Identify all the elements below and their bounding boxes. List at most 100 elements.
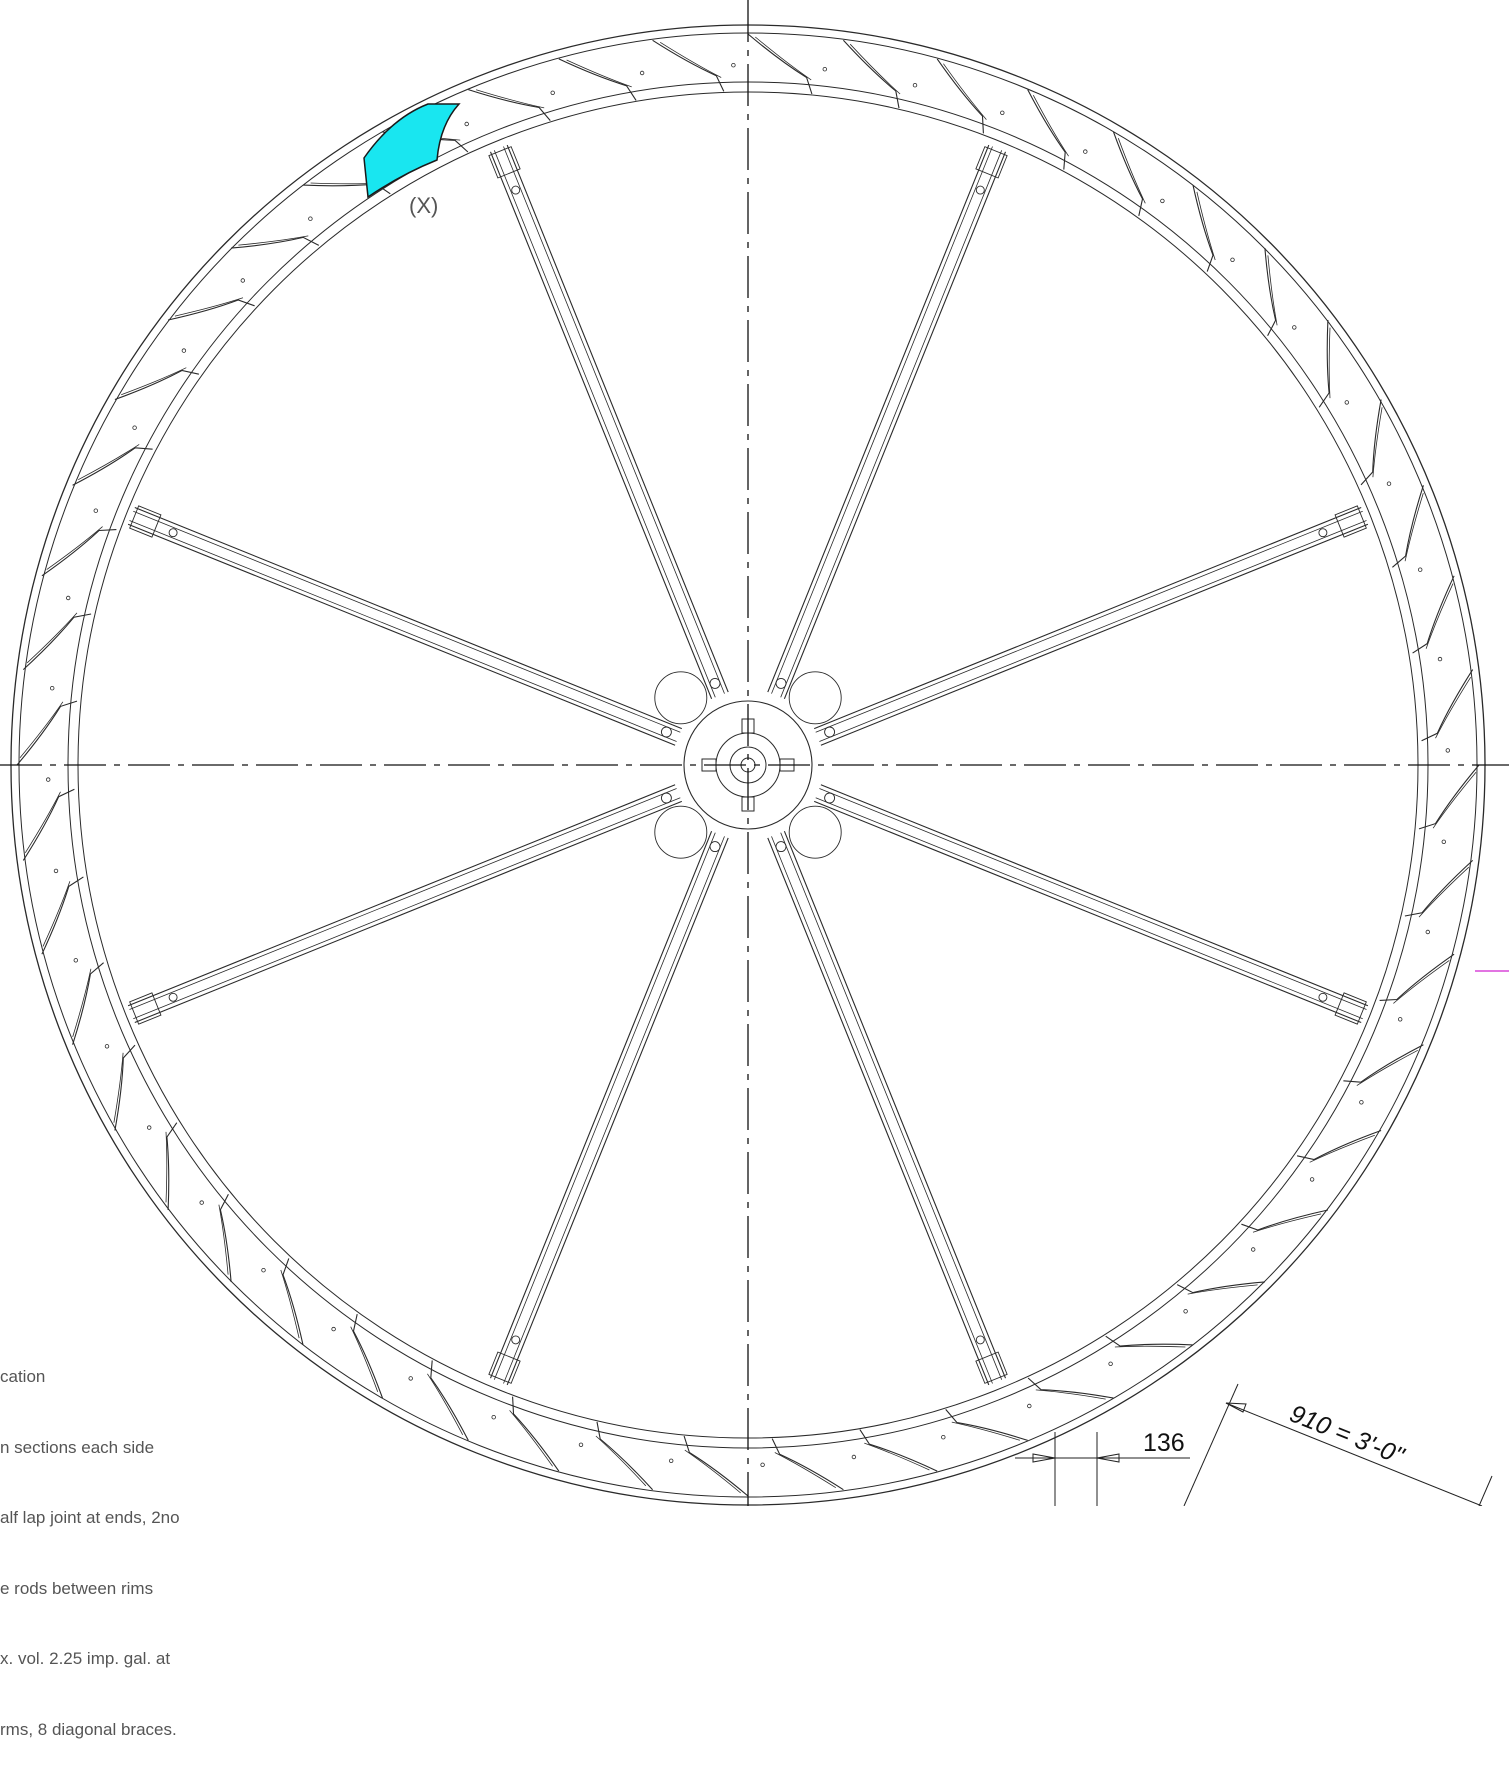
bucket-vane-inner	[24, 791, 61, 854]
spoke-line	[767, 837, 990, 1386]
bucket-vane	[842, 39, 900, 109]
bucket-vane-inner	[1435, 676, 1472, 739]
spoke-line	[127, 523, 676, 746]
bucket-vane-inner	[1372, 407, 1383, 478]
spoke-hub-bolt	[824, 726, 836, 738]
spoke-bolt	[168, 992, 178, 1002]
spoke-line	[780, 832, 1003, 1380]
hub	[654, 671, 842, 859]
spoke-hub-bolt	[709, 677, 721, 689]
bucket-rivet	[408, 1376, 413, 1381]
spoke-line	[819, 788, 1367, 1010]
bucket-rivet	[146, 1125, 152, 1130]
bucket-vane-inner	[1356, 1049, 1418, 1086]
bucket-vane	[167, 299, 255, 321]
spoke-line	[771, 836, 993, 1384]
bucket-vane-inner	[1404, 492, 1424, 562]
bucket-vane-inner	[78, 444, 140, 481]
bucket-vane-inner	[1425, 583, 1454, 649]
spoke-line	[771, 146, 993, 694]
bucket-rivet	[731, 62, 736, 68]
bucket-vane-inner	[475, 89, 545, 109]
bucket-rivet	[1230, 257, 1235, 262]
bucket-vane	[219, 1193, 232, 1282]
spoke-line	[489, 151, 713, 700]
bucket-vane	[352, 1313, 384, 1399]
spoke-line	[129, 788, 677, 1010]
spoke-hub-bolt	[660, 792, 672, 804]
spoke-line	[783, 830, 1007, 1379]
spoke-bolt	[511, 185, 521, 195]
bucket-vane	[747, 33, 813, 95]
spoke-bolt	[975, 1335, 985, 1345]
bucket-vane	[114, 369, 200, 401]
spoke-line	[767, 144, 990, 693]
spoke-rim-bracket	[488, 1351, 521, 1384]
bucket-vane-inner	[1187, 1284, 1258, 1295]
spoke-line	[133, 797, 681, 1020]
dim-910-extension-left	[1183, 1383, 1239, 1506]
spoke-line	[503, 146, 725, 694]
spoke-line	[493, 832, 716, 1380]
specification-notes: cation n sections each side alf lap join…	[0, 1318, 180, 1765]
bucket-vane-inner	[1328, 327, 1331, 399]
dim-910-line	[1225, 1402, 1483, 1506]
spoke-line	[819, 520, 1367, 742]
spoke-rim-bracket	[1334, 505, 1367, 538]
bucket-rivet	[760, 1462, 765, 1467]
bucket-rivet	[639, 70, 645, 76]
spoke-line	[815, 510, 1363, 733]
bucket-vane	[936, 58, 984, 134]
bucket-vane	[231, 236, 320, 249]
bucket-rivet	[1292, 325, 1297, 330]
bucket-rivet	[1344, 400, 1349, 405]
bucket-vane-inner	[1114, 1345, 1186, 1348]
dim-910-label: 910 = 3'-0"	[1286, 1400, 1409, 1471]
bucket-vane-inner	[864, 1442, 930, 1471]
bucket-rivet	[550, 90, 555, 95]
bucket-vane-inner	[26, 612, 78, 664]
spoke-line	[489, 830, 713, 1379]
bucket-vane	[72, 962, 104, 1045]
bucket-rivet	[104, 1044, 110, 1049]
bucket-vane	[41, 876, 84, 955]
bucket-vane-inner	[165, 1131, 168, 1203]
bucket-rivet	[199, 1200, 204, 1205]
bucket-vane	[1412, 575, 1455, 654]
bucket-vane	[1112, 131, 1144, 217]
bucket-rivet	[181, 348, 187, 353]
bucket-vane-inner	[1196, 191, 1216, 261]
bucket-vane	[1379, 953, 1455, 1001]
spoke-rim-bracket	[975, 1351, 1008, 1384]
bucket-vane	[430, 1360, 469, 1441]
spoke-line	[815, 797, 1363, 1020]
spoke-hub-bolt	[775, 841, 787, 853]
spoke-line	[506, 144, 729, 693]
bucket-vane-inner	[595, 1435, 647, 1487]
bucket-rivet	[65, 595, 71, 601]
bucket-vane	[1404, 859, 1474, 917]
hub-flange-cutout	[788, 805, 842, 859]
bucket-vane	[22, 788, 75, 861]
spoke-hub-bolt	[775, 677, 787, 689]
spoke-line	[780, 150, 1003, 698]
bucket-rivet	[491, 1414, 496, 1420]
bucket-vane-inner	[350, 1326, 379, 1392]
waterwheel-drawing: (X) 136 910 = 3'-0"	[0, 0, 1509, 1506]
highlighted-bucket-x	[363, 103, 461, 199]
bucket-rivet	[1417, 567, 1423, 572]
bucket-vane-inner	[238, 235, 309, 246]
bucket-rivet	[1309, 1177, 1315, 1182]
bucket-vane	[652, 39, 725, 92]
bucket-vane	[166, 1122, 178, 1211]
bucket-vane-inner	[943, 63, 987, 120]
bucket-vane-inner	[755, 36, 812, 81]
callout-label-x: (X)	[409, 193, 438, 218]
bucket-vane-inner	[42, 881, 71, 947]
spoke-line	[129, 520, 677, 742]
bucket-rivet	[308, 216, 313, 221]
bucket-vane-inner	[1032, 95, 1069, 157]
bucket-rivet	[1108, 1361, 1113, 1366]
bucket-rivet	[1437, 656, 1443, 662]
bucket-vane	[512, 1396, 560, 1472]
